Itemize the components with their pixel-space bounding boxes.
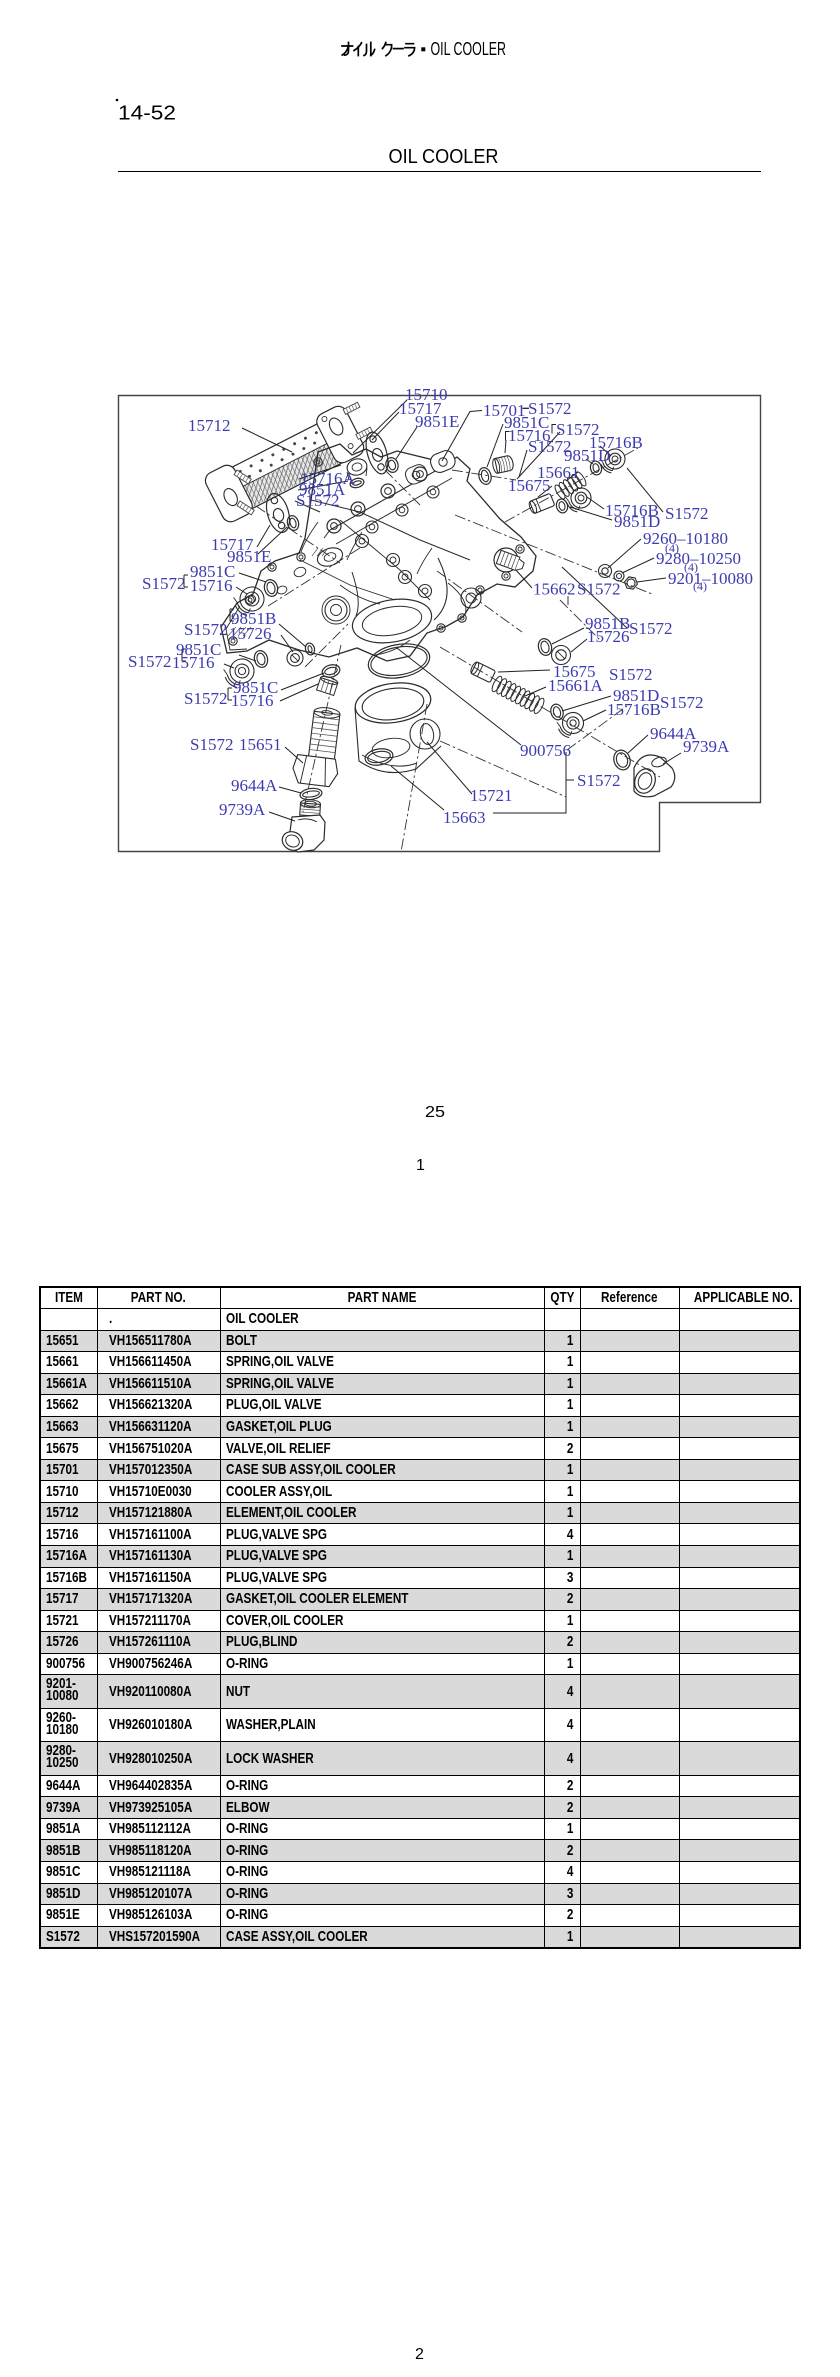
svg-text:9851C: 9851C bbox=[233, 678, 278, 697]
svg-text:S1572: S1572 bbox=[142, 574, 185, 593]
svg-text:(4): (4) bbox=[665, 541, 679, 555]
svg-text:15675: 15675 bbox=[553, 662, 596, 681]
svg-text:9260–10180: 9260–10180 bbox=[643, 529, 728, 548]
svg-text:S1572: S1572 bbox=[528, 437, 571, 456]
svg-text:15662: 15662 bbox=[533, 580, 576, 599]
svg-text:S1572: S1572 bbox=[184, 620, 227, 639]
svg-text:15717: 15717 bbox=[399, 399, 442, 418]
svg-text:15651: 15651 bbox=[239, 735, 282, 754]
svg-text:15716A: 15716A bbox=[300, 469, 356, 488]
svg-text:9851E: 9851E bbox=[415, 412, 459, 431]
svg-text:9851B: 9851B bbox=[585, 614, 630, 633]
svg-text:9644A: 9644A bbox=[650, 724, 697, 743]
svg-text:15675: 15675 bbox=[508, 476, 551, 495]
svg-text:15716B: 15716B bbox=[605, 501, 659, 520]
svg-text:9851D: 9851D bbox=[614, 512, 660, 531]
svg-text:15726: 15726 bbox=[587, 627, 630, 646]
svg-text:9851B: 9851B bbox=[231, 609, 276, 628]
svg-text:15716B: 15716B bbox=[589, 433, 643, 452]
svg-text:2: 2 bbox=[415, 2346, 424, 2363]
svg-text:S1572: S1572 bbox=[629, 619, 672, 638]
svg-text:9201–10080: 9201–10080 bbox=[668, 569, 753, 588]
svg-text:S1572: S1572 bbox=[609, 665, 652, 684]
svg-text:S1572: S1572 bbox=[128, 652, 171, 671]
svg-text:15721: 15721 bbox=[470, 786, 513, 805]
svg-text:9851C: 9851C bbox=[504, 413, 549, 432]
svg-text:15716: 15716 bbox=[172, 653, 215, 672]
svg-text:9851C: 9851C bbox=[176, 640, 221, 659]
svg-text:15663: 15663 bbox=[443, 808, 486, 827]
svg-text:S1572: S1572 bbox=[665, 504, 708, 523]
svg-text:9739A: 9739A bbox=[683, 737, 730, 756]
svg-text:(4): (4) bbox=[693, 579, 707, 593]
svg-text:15716B: 15716B bbox=[607, 700, 661, 719]
svg-text:S1572: S1572 bbox=[184, 689, 227, 708]
svg-text:S1572: S1572 bbox=[577, 771, 620, 790]
svg-text:S1572: S1572 bbox=[190, 735, 233, 754]
svg-text:OIL COOLER: OIL COOLER bbox=[389, 146, 499, 168]
svg-text:15716: 15716 bbox=[231, 691, 274, 710]
svg-text:S1572: S1572 bbox=[556, 420, 599, 439]
svg-text:15716: 15716 bbox=[190, 576, 233, 595]
svg-text:15726: 15726 bbox=[229, 624, 272, 643]
svg-text:15717: 15717 bbox=[211, 535, 254, 554]
svg-text:S1572: S1572 bbox=[577, 580, 620, 599]
svg-text:(4): (4) bbox=[684, 560, 698, 574]
svg-text:15661A: 15661A bbox=[548, 676, 604, 695]
svg-text:15710: 15710 bbox=[405, 385, 448, 404]
svg-text:15701: 15701 bbox=[483, 401, 526, 420]
svg-text:1: 1 bbox=[416, 1157, 425, 1174]
svg-text:9851A: 9851A bbox=[299, 480, 346, 499]
svg-text:S1572: S1572 bbox=[296, 491, 339, 510]
svg-text:OIL COOLER: OIL COOLER bbox=[431, 39, 507, 59]
svg-text:25: 25 bbox=[425, 1104, 445, 1121]
svg-text:9851C: 9851C bbox=[190, 562, 235, 581]
svg-text:14-52: 14-52 bbox=[118, 103, 176, 125]
svg-text:900756: 900756 bbox=[520, 741, 571, 760]
svg-text:S1572: S1572 bbox=[660, 693, 703, 712]
svg-text:9739A: 9739A bbox=[219, 800, 266, 819]
svg-text:9280–10250: 9280–10250 bbox=[656, 549, 741, 568]
svg-text:15712: 15712 bbox=[188, 416, 231, 435]
svg-text:9851E: 9851E bbox=[227, 547, 271, 566]
svg-text:S1572: S1572 bbox=[528, 399, 571, 418]
svg-text:9851D: 9851D bbox=[564, 446, 610, 465]
svg-text:9851D: 9851D bbox=[613, 686, 659, 705]
svg-text:15661: 15661 bbox=[537, 463, 580, 482]
svg-text:15716: 15716 bbox=[508, 426, 551, 445]
svg-text:9644A: 9644A bbox=[231, 776, 278, 795]
